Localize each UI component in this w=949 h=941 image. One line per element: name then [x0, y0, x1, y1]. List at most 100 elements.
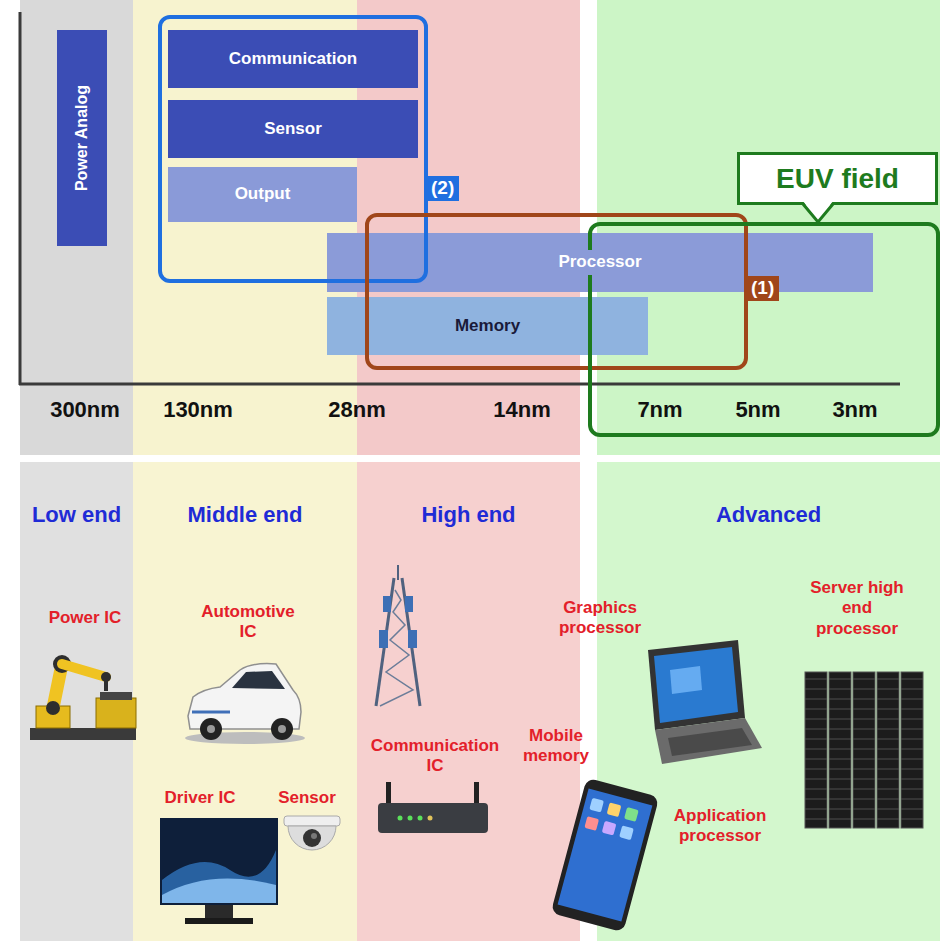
smartphone-illustration	[584, 816, 599, 831]
bar-label: Processor	[552, 250, 647, 274]
bar-label: Communication	[229, 49, 357, 69]
axis-tick-label: 5nm	[735, 397, 780, 423]
axis-tick-label: 28nm	[328, 397, 385, 423]
cell-tower-illustration	[376, 565, 420, 706]
application-label: Sensor	[278, 788, 336, 808]
laptop-illustration	[668, 728, 752, 756]
application-label: Mobile memory	[511, 726, 601, 767]
smartphone-illustration	[619, 825, 634, 840]
market-heading: Low end	[20, 502, 133, 528]
tv-illustration	[162, 850, 276, 903]
laptop-illustration	[654, 647, 738, 723]
router-illustration	[378, 782, 488, 833]
smartphone-illustration	[551, 778, 660, 933]
laptop-illustration	[648, 640, 762, 764]
server-rack-illustration	[805, 672, 923, 828]
bar-label: Output	[235, 184, 291, 204]
cell-tower-illustration	[405, 596, 413, 612]
router-illustration	[378, 803, 488, 833]
axis-tick-label: 14nm	[493, 397, 550, 423]
callout-pointer	[797, 201, 839, 227]
robot-arm-illustration	[101, 672, 111, 682]
application-label: Application processor	[663, 806, 778, 847]
bar-label: Sensor	[264, 119, 322, 139]
smartphone-illustration	[602, 821, 617, 836]
laptop-illustration	[670, 666, 702, 694]
tv-illustration	[205, 905, 233, 919]
camera-illustration	[284, 816, 340, 850]
category-bar: Memory	[327, 297, 648, 355]
router-illustration	[398, 816, 403, 821]
application-label: Power IC	[49, 608, 122, 628]
chart-axis	[19, 12, 22, 385]
router-illustration	[408, 816, 413, 821]
application-label: Server high end processor	[810, 578, 905, 639]
callout-text: EUV field	[776, 162, 899, 196]
callout-box: EUV field	[737, 152, 938, 205]
laptop-illustration	[655, 718, 762, 764]
market-heading: High end	[357, 502, 580, 528]
application-label: Communication IC	[368, 736, 503, 777]
callout-pointer	[803, 204, 833, 222]
node-size-band	[20, 0, 940, 455]
smartphone-illustration	[558, 789, 653, 922]
axis-tick-label: 7nm	[637, 397, 682, 423]
camera-illustration	[284, 816, 340, 826]
server-rack-illustration	[829, 672, 851, 828]
tv-illustration	[185, 918, 253, 924]
axis-tick-label: 130nm	[163, 397, 233, 423]
node-size-band	[20, 0, 133, 455]
smartphone-illustration	[589, 798, 604, 813]
cell-tower-illustration	[402, 578, 420, 706]
camera-illustration	[288, 826, 336, 850]
callout-number: (1)	[746, 276, 779, 301]
cell-tower-illustration	[397, 565, 399, 580]
category-bar: Sensor	[168, 100, 418, 158]
car-illustration	[192, 711, 230, 714]
application-label: Graphics processor	[545, 598, 655, 639]
server-rack-illustration	[901, 672, 923, 828]
server-rack-illustration	[877, 672, 899, 828]
tv-illustration	[160, 818, 278, 905]
node-size-band	[597, 0, 940, 455]
camera-illustration	[303, 829, 321, 847]
robot-arm-illustration	[100, 692, 132, 700]
callout-number: (2)	[426, 176, 459, 201]
router-illustration	[418, 816, 423, 821]
smartphone-illustration	[607, 802, 622, 817]
tv-illustration	[162, 878, 276, 903]
tv-illustration	[160, 818, 278, 924]
car-illustration	[207, 725, 215, 733]
market-heading: Middle end	[133, 502, 357, 528]
axis-tick-label: 300nm	[50, 397, 120, 423]
category-bar: Communication	[168, 30, 418, 88]
cell-tower-illustration	[379, 630, 388, 648]
camera-illustration	[311, 833, 317, 839]
car-illustration	[232, 671, 285, 689]
server-rack-illustration	[805, 672, 827, 828]
application-label: Driver IC	[165, 788, 236, 808]
robot-arm-illustration	[104, 681, 108, 691]
car-illustration	[278, 725, 286, 733]
robot-arm-illustration	[62, 664, 106, 677]
application-label: Automotive IC	[193, 602, 303, 643]
category-bar: Processor	[327, 233, 873, 292]
robot-arm-illustration	[30, 728, 136, 740]
chart-axis	[19, 383, 900, 386]
axis-tick-label: 3nm	[832, 397, 877, 423]
market-heading: Advanced	[597, 502, 940, 528]
car-illustration	[185, 664, 305, 744]
category-bar: Output	[168, 167, 357, 222]
cell-tower-illustration	[383, 596, 391, 612]
car-illustration	[271, 718, 293, 740]
cell-tower-illustration	[408, 630, 417, 648]
robot-arm-illustration	[46, 701, 60, 715]
callout-pointer	[803, 201, 833, 222]
laptop-illustration	[648, 640, 745, 730]
smartphone-illustration	[551, 778, 660, 933]
cell-tower-illustration	[376, 578, 394, 706]
robot-arm-illustration	[96, 698, 136, 728]
